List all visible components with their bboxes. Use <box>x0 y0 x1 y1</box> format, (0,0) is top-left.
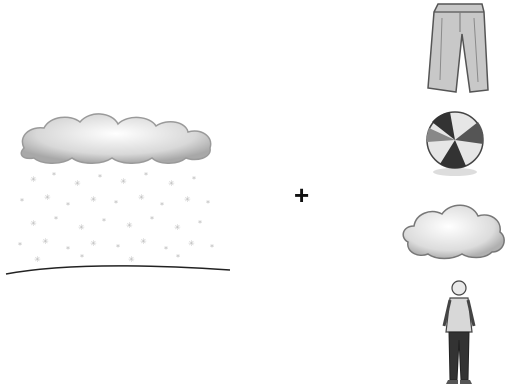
snowy-weather-icon: ✳ * ✳ * ✳ * ✳ * * ✳ * ✳ * ✳ * ✳ * ✳ * ✳ * ✳ * ✳ * * ✳ * ✳ * ✳ * ✳ * ✳ *… <box>0 100 240 290</box>
person-icon[interactable] <box>438 278 480 388</box>
svg-text:✳: ✳ <box>120 177 127 186</box>
svg-text:*: * <box>114 199 118 208</box>
snow-cloud <box>21 114 210 163</box>
svg-text:*: * <box>116 243 120 252</box>
svg-text:*: * <box>198 219 202 228</box>
svg-text:✳: ✳ <box>184 195 191 204</box>
svg-text:✳: ✳ <box>42 237 49 246</box>
svg-text:✳: ✳ <box>90 195 97 204</box>
svg-text:*: * <box>98 173 102 182</box>
svg-text:*: * <box>206 199 210 208</box>
svg-text:*: * <box>66 245 70 254</box>
svg-text:✳: ✳ <box>140 237 147 246</box>
svg-text:✳: ✳ <box>138 193 145 202</box>
ground-line <box>6 266 230 274</box>
svg-text:*: * <box>164 245 168 254</box>
svg-text:*: * <box>52 171 56 180</box>
snowflakes: ✳ * ✳ * ✳ * ✳ * * ✳ * ✳ * ✳ * ✳ * ✳ * ✳ * ✳ * ✳ * * ✳ * ✳ * ✳ * ✳ * ✳ *… <box>18 171 214 264</box>
svg-text:✳: ✳ <box>34 255 41 264</box>
svg-text:*: * <box>150 215 154 224</box>
svg-text:✳: ✳ <box>174 223 181 232</box>
plus-sign: + <box>294 182 309 208</box>
svg-text:*: * <box>20 197 24 206</box>
jeans-icon[interactable] <box>416 0 496 96</box>
svg-text:*: * <box>192 175 196 184</box>
svg-text:*: * <box>80 253 84 262</box>
svg-text:*: * <box>66 201 70 210</box>
svg-text:*: * <box>160 201 164 210</box>
svg-text:✳: ✳ <box>74 179 81 188</box>
svg-text:✳: ✳ <box>188 239 195 248</box>
svg-text:✳: ✳ <box>30 175 37 184</box>
svg-text:✳: ✳ <box>44 193 51 202</box>
cloud-icon[interactable] <box>398 198 508 264</box>
svg-text:*: * <box>176 253 180 262</box>
svg-text:*: * <box>144 171 148 180</box>
svg-text:*: * <box>210 243 214 252</box>
svg-text:✳: ✳ <box>90 239 97 248</box>
svg-text:✳: ✳ <box>78 223 85 232</box>
svg-text:✳: ✳ <box>128 255 135 264</box>
beach-ball-icon[interactable] <box>420 108 490 178</box>
svg-text:✳: ✳ <box>30 219 37 228</box>
svg-text:✳: ✳ <box>126 221 133 230</box>
svg-text:✳: ✳ <box>168 179 175 188</box>
svg-text:*: * <box>102 217 106 226</box>
svg-text:*: * <box>18 241 22 250</box>
svg-text:*: * <box>54 215 58 224</box>
